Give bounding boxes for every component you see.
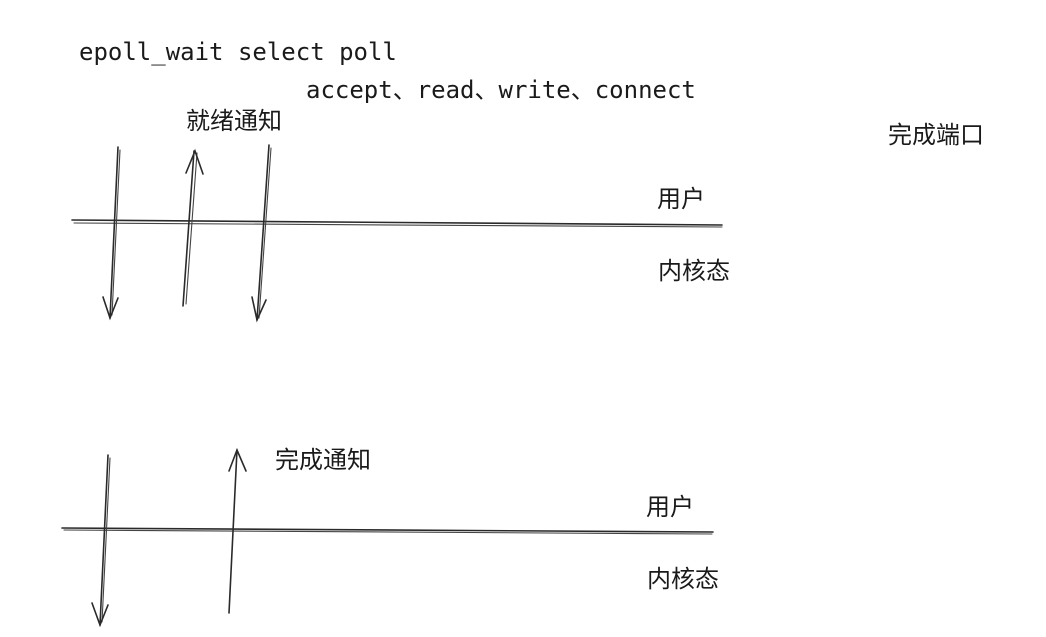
complete-notify-label: 完成通知 (275, 446, 371, 474)
bottom-up-arrow-complete (228, 447, 247, 614)
top-up-arrow-ready (182, 148, 204, 307)
top-kernel-label: 内核态 (658, 257, 730, 285)
bottom-user-label: 用户 (646, 493, 694, 521)
top-down-arrow-2 (251, 144, 272, 323)
bottom-diagram: 完成通知 用户 内核态 (61, 446, 719, 628)
bottom-kernel-label: 内核态 (647, 565, 719, 593)
ready-notify-label: 就绪通知 (186, 107, 282, 135)
top-down-arrow-1 (102, 146, 121, 321)
bottom-down-arrow (91, 454, 111, 628)
completion-port-label: 完成端口 (888, 121, 984, 149)
ops-label: accept、read、write、connect (306, 76, 696, 104)
functions-label: epoll_wait select poll (79, 38, 397, 66)
top-user-kernel-boundary (71, 219, 723, 228)
top-user-label: 用户 (657, 185, 705, 213)
top-diagram: epoll_wait select poll accept、read、write… (71, 38, 984, 323)
bottom-user-kernel-boundary (61, 527, 714, 535)
